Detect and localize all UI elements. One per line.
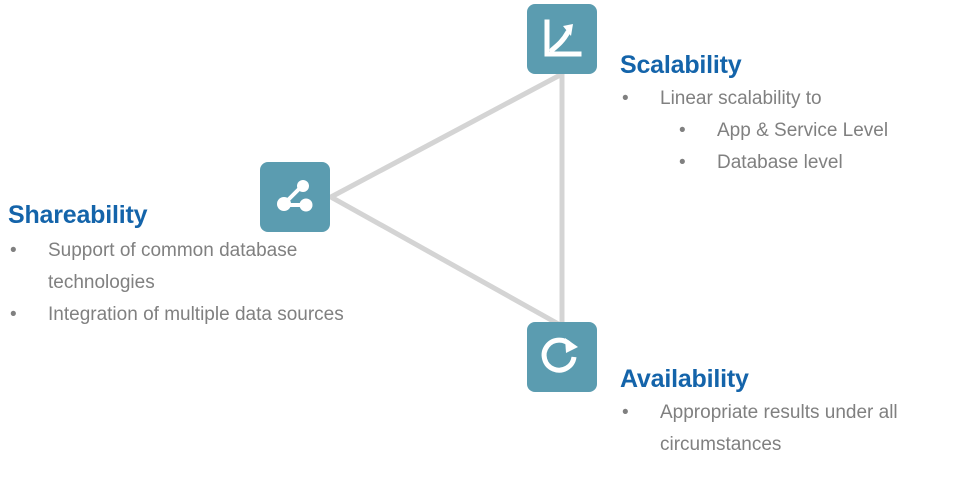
list-item: • Support of common database technologie…	[8, 235, 398, 299]
bullet-dot-icon: •	[622, 402, 629, 423]
chart-growth-arrow-icon	[544, 19, 582, 57]
bullet-dot-icon: •	[679, 120, 686, 141]
heading-scalability: Scalability	[620, 51, 742, 79]
icon-tile-availability[interactable]	[527, 322, 597, 392]
list-item-label: Database level	[717, 152, 843, 173]
list-item-label: Linear scalability to	[660, 88, 822, 109]
list-item: • Integration of multiple data sources	[8, 299, 398, 331]
bullet-dot-icon: •	[10, 304, 17, 325]
icon-tile-scalability[interactable]	[527, 4, 597, 74]
bullet-dot-icon: •	[679, 152, 686, 173]
heading-shareability: Shareability	[8, 201, 148, 229]
icon-tile-shareability[interactable]	[260, 162, 330, 232]
list-item: • App & Service Level	[620, 115, 961, 147]
list-item-label: Integration of multiple data sources	[48, 304, 344, 325]
section-availability: Availability • Appropriate results under…	[620, 364, 961, 461]
bullet-list-shareability: • Support of common database technologie…	[8, 235, 398, 331]
bullet-dot-icon: •	[10, 240, 17, 261]
list-item-label: App & Service Level	[717, 120, 889, 141]
list-item: • Linear scalability to	[620, 83, 961, 115]
bullet-list-scalability: • Linear scalability to • App & Service …	[620, 83, 961, 179]
refresh-circle-icon	[541, 337, 578, 373]
share-network-icon	[277, 180, 313, 212]
list-item: • Appropriate results under all circumst…	[620, 397, 961, 461]
list-item: • Database level	[620, 147, 961, 179]
bullet-dot-icon: •	[622, 88, 629, 109]
heading-availability: Availability	[620, 365, 749, 393]
bullet-list-availability: • Appropriate results under all circumst…	[620, 397, 961, 461]
section-scalability: Scalability • Linear scalability to • Ap…	[620, 50, 961, 179]
list-item-label: Support of common database technologies	[48, 240, 298, 293]
section-shareability: Shareability • Support of common databas…	[8, 200, 398, 331]
list-item-label: Appropriate results under all circumstan…	[660, 402, 898, 455]
